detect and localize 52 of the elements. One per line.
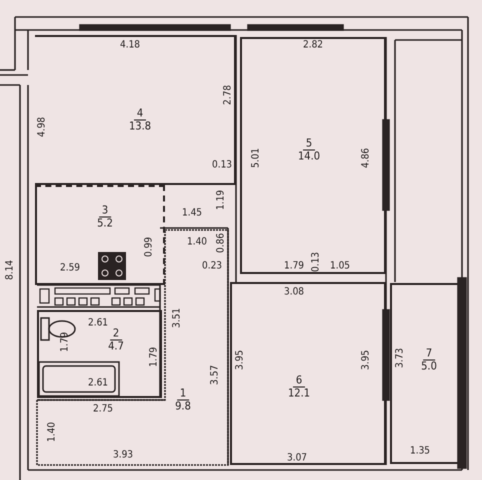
dimension-label: 1.40	[186, 236, 208, 248]
dimension-label: 1.35	[410, 446, 430, 456]
dimension-label: 3.57	[210, 364, 220, 386]
dimension-label: 3.73	[394, 348, 406, 368]
room-number: 2	[110, 328, 122, 340]
dimension-label: 2.78	[222, 84, 234, 106]
room-area: 5.2	[97, 218, 113, 230]
dimension-label: 0.23	[202, 260, 222, 272]
room-outline	[240, 37, 386, 274]
room-area: 14.0	[298, 150, 320, 162]
dimension-label: 3.95	[360, 350, 372, 370]
dimension-label: 2.61	[88, 378, 108, 388]
room-outline	[230, 282, 386, 465]
dimension-label: 3.95	[234, 350, 246, 370]
dimension-label: 2.82	[302, 40, 324, 50]
dimension-label: 0.13	[310, 252, 322, 272]
dimension-label: 0.13	[212, 160, 232, 170]
dimension-label: 4.98	[36, 116, 48, 138]
room-number: 6	[292, 374, 306, 388]
dimension-label: 1.05	[330, 260, 350, 272]
dimension-label: 0.86	[216, 232, 226, 254]
room-number: 4	[134, 108, 146, 120]
dimension-label: 3.93	[112, 450, 134, 460]
dimension-label: 4.18	[120, 40, 140, 50]
dimension-label: 3.08	[284, 286, 304, 298]
room-number: 1	[176, 388, 190, 400]
room-number: 7	[422, 348, 436, 360]
dimension-label: 8.14	[4, 260, 16, 280]
dimension-label: 2.61	[88, 318, 108, 328]
room-area: 4.7	[108, 340, 124, 352]
dimension-label: 3.07	[286, 452, 308, 464]
room-outline	[35, 185, 165, 285]
room-number: 3	[98, 204, 112, 218]
dimension-label: 1.45	[182, 208, 202, 218]
dimension-label: 1.79	[60, 332, 70, 352]
dimension-label: 1.79	[284, 260, 304, 272]
room-number: 5	[302, 138, 316, 150]
dimension-label: 2.59	[60, 262, 80, 274]
room-outline	[35, 35, 236, 185]
dimension-label: 1.19	[216, 190, 226, 210]
room-area: 13.8	[128, 120, 152, 132]
dimension-label: 4.86	[360, 148, 372, 168]
dimension-label: 5.01	[250, 148, 262, 168]
room-area: 9.8	[175, 400, 191, 412]
dimension-label: 1.79	[148, 346, 160, 368]
dimension-label: 3.51	[172, 308, 182, 328]
dimension-label: 2.75	[92, 404, 114, 414]
room-area: 5.0	[421, 360, 437, 372]
dimension-label: 0.99	[144, 236, 154, 258]
room-area: 12.1	[288, 388, 310, 400]
room-outline	[37, 310, 162, 398]
dimension-label: 1.40	[46, 422, 58, 442]
